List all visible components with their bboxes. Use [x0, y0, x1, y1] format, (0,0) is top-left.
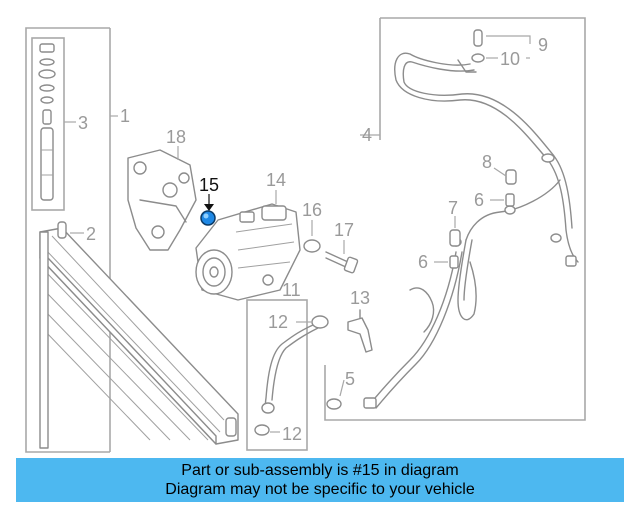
banner-line-2: Diagram may not be specific to your vehi…	[165, 481, 475, 498]
ac-compressor	[195, 203, 301, 301]
callout-15: 15	[199, 175, 219, 195]
callout-3: 3	[78, 113, 88, 133]
drier-insert	[38, 43, 56, 201]
o-ring-5	[326, 398, 342, 410]
callout-16: 16	[302, 200, 322, 220]
callout-8: 8	[482, 152, 492, 172]
hose-11	[254, 315, 329, 436]
callout-12-upper: 12	[268, 312, 288, 332]
compressor-bracket	[127, 149, 197, 251]
group-box-refrigerant-lines	[324, 17, 586, 421]
group-box-condenser	[25, 27, 110, 453]
o-ring-16	[303, 239, 321, 253]
callout-11: 11	[282, 280, 301, 300]
callout-18: 18	[166, 127, 186, 147]
part-15-highlighted	[200, 194, 216, 226]
bolt-17	[325, 251, 359, 274]
callout-9: 9	[538, 35, 548, 55]
parts-diagram: 1 2 3 4 5 6 6 7 8 9 10 11 12 12 13 14 15…	[25, 17, 586, 453]
callout-7: 7	[448, 198, 458, 218]
condenser	[39, 221, 239, 449]
switch-7	[449, 229, 461, 247]
callout-6-upper: 6	[474, 190, 484, 210]
refrigerant-lines	[363, 52, 579, 409]
callout-5: 5	[345, 369, 355, 389]
group-box-hose-11	[246, 299, 308, 451]
info-banner: Part or sub-assembly is #15 in diagram D…	[16, 458, 624, 502]
bracket-13	[347, 309, 373, 353]
callout-4: 4	[362, 125, 372, 145]
group-box-drier-3	[31, 37, 65, 211]
callout-14: 14	[266, 170, 286, 190]
callout-13: 13	[350, 288, 370, 308]
valve-6-lower	[449, 255, 459, 269]
callout-1: 1	[120, 106, 130, 126]
callout-12-lower: 12	[282, 424, 302, 444]
callout-17: 17	[334, 220, 354, 240]
fitting-9-10	[471, 29, 485, 63]
callout-6-lower: 6	[418, 252, 428, 272]
banner-line-1: Part or sub-assembly is #15 in diagram	[181, 462, 459, 479]
valve-6-upper	[505, 193, 515, 207]
callout-10: 10	[500, 49, 520, 69]
callout-2: 2	[86, 224, 96, 244]
sensor-8	[505, 169, 517, 185]
